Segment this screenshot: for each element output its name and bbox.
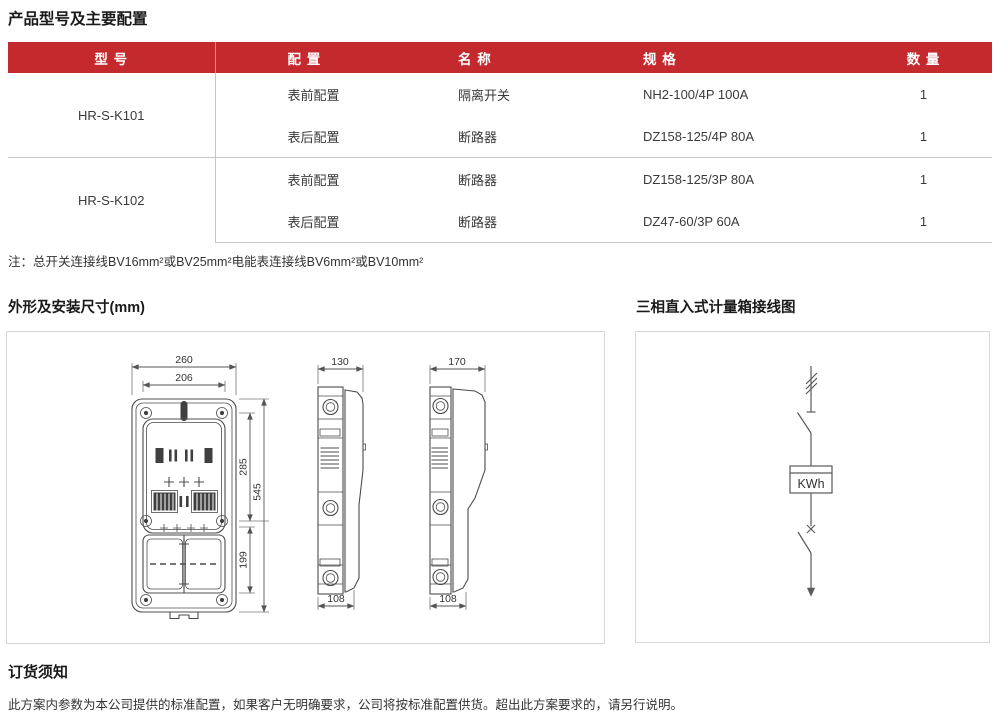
model-cell: HR-S-K102 — [8, 157, 216, 243]
dim-label-108b: 108 — [439, 593, 457, 605]
config-cell: 表前配置 — [215, 157, 430, 200]
table-row: HR-S-K102 表前配置 断路器 DZ158-125/3P 80A 1 — [8, 157, 992, 243]
name-cell: 断路器 — [458, 129, 498, 145]
name-cell: 断路器 — [430, 200, 620, 243]
dim-label-108a: 108 — [327, 593, 345, 605]
dimensions-heading: 外形及安装尺寸(mm) — [8, 300, 145, 316]
table-row: HR-S-K101 表前配置 隔离开关 NH2-100/4P 100A 1 — [8, 73, 992, 158]
dim-label-285: 285 — [238, 458, 250, 476]
terminal-blocks — [151, 490, 218, 513]
table-header-row: 型 号 配 置 名 称 规 格 数 量 — [8, 42, 992, 73]
three-phase-marks — [805, 372, 818, 395]
spec-cell: DZ158-125/3P 80A — [620, 157, 855, 200]
config-cell: 表后配置 — [215, 200, 430, 243]
side-view-170: 170 108 — [429, 356, 488, 610]
side-view-130: 130 108 — [317, 356, 366, 610]
spec-cell: DZ47-60/3P 60A — [620, 200, 855, 243]
ordering-text: 此方案内参数为本公司提供的标准配置，如果客户无明确要求，公司将按标准配置供货。超… — [8, 698, 684, 712]
table-row: 表后配置 断路器 DZ47-60/3P 60A 1 — [8, 200, 992, 243]
dim-label-170: 170 — [448, 356, 466, 368]
wiring-panel: KWh — [635, 331, 990, 643]
dim-label-206: 206 — [175, 372, 193, 384]
header-config: 配 置 — [215, 42, 430, 73]
wiring-heading: 三相直入式计量箱接线图 — [636, 300, 796, 316]
qty-cell: 1 — [919, 128, 928, 144]
ordering-heading: 订货须知 — [8, 664, 69, 681]
qty-cell: 1 — [855, 157, 992, 200]
screw-icons — [140, 407, 228, 606]
dim-label-260: 260 — [175, 354, 193, 366]
header-qty: 数 量 — [855, 42, 992, 73]
kwh-meter-label: KWh — [797, 477, 824, 491]
lower-compartment — [142, 534, 226, 594]
dimension-panel: 260 206 285 199 545 — [6, 331, 605, 644]
header-model: 型 号 — [8, 42, 216, 73]
config-cell: 表前配置 — [287, 87, 340, 103]
dimension-drawing: 260 206 285 199 545 — [131, 354, 488, 620]
dim-label-545: 545 — [252, 483, 264, 501]
hanging-slot — [180, 401, 188, 421]
header-spec: 规 格 — [620, 42, 855, 73]
qty-cell: 1 — [919, 86, 928, 102]
configuration-table: 型 号 配 置 名 称 规 格 数 量 HR-S-K101 表前配置 隔离开关 … — [8, 42, 992, 243]
name-cell: 断路器 — [430, 157, 620, 200]
front-view: 260 206 285 199 545 — [131, 354, 269, 620]
model-cell: HR-S-K101 — [8, 73, 216, 158]
page-title: 产品型号及主要配置 — [8, 11, 148, 28]
single-line-diagram: KWh — [789, 366, 833, 597]
table-row: 表后配置 断路器 DZ158-125/4P 80A 1 — [8, 115, 992, 158]
spec-cell: NH2-100/4P 100A — [643, 86, 749, 102]
wiring-note: 注：总开关连接线BV16mm²或BV25mm²电能表连接线BV6mm²或BV10… — [8, 255, 424, 269]
dim-label-130: 130 — [331, 356, 349, 368]
header-name: 名 称 — [430, 42, 620, 73]
name-cell: 隔离开关 — [458, 87, 511, 103]
qty-cell: 1 — [855, 200, 992, 243]
spec-cell: DZ158-125/4P 80A — [643, 128, 755, 144]
switch-blade — [796, 412, 812, 434]
meter-window-slots — [155, 448, 213, 463]
switch-blade — [797, 531, 812, 554]
bottom-tab — [169, 612, 199, 620]
dim-label-199: 199 — [238, 551, 250, 569]
wiring-diagram: KWh — [789, 366, 833, 597]
breaker-cross — [806, 524, 816, 534]
config-cell: 表后配置 — [287, 129, 340, 145]
